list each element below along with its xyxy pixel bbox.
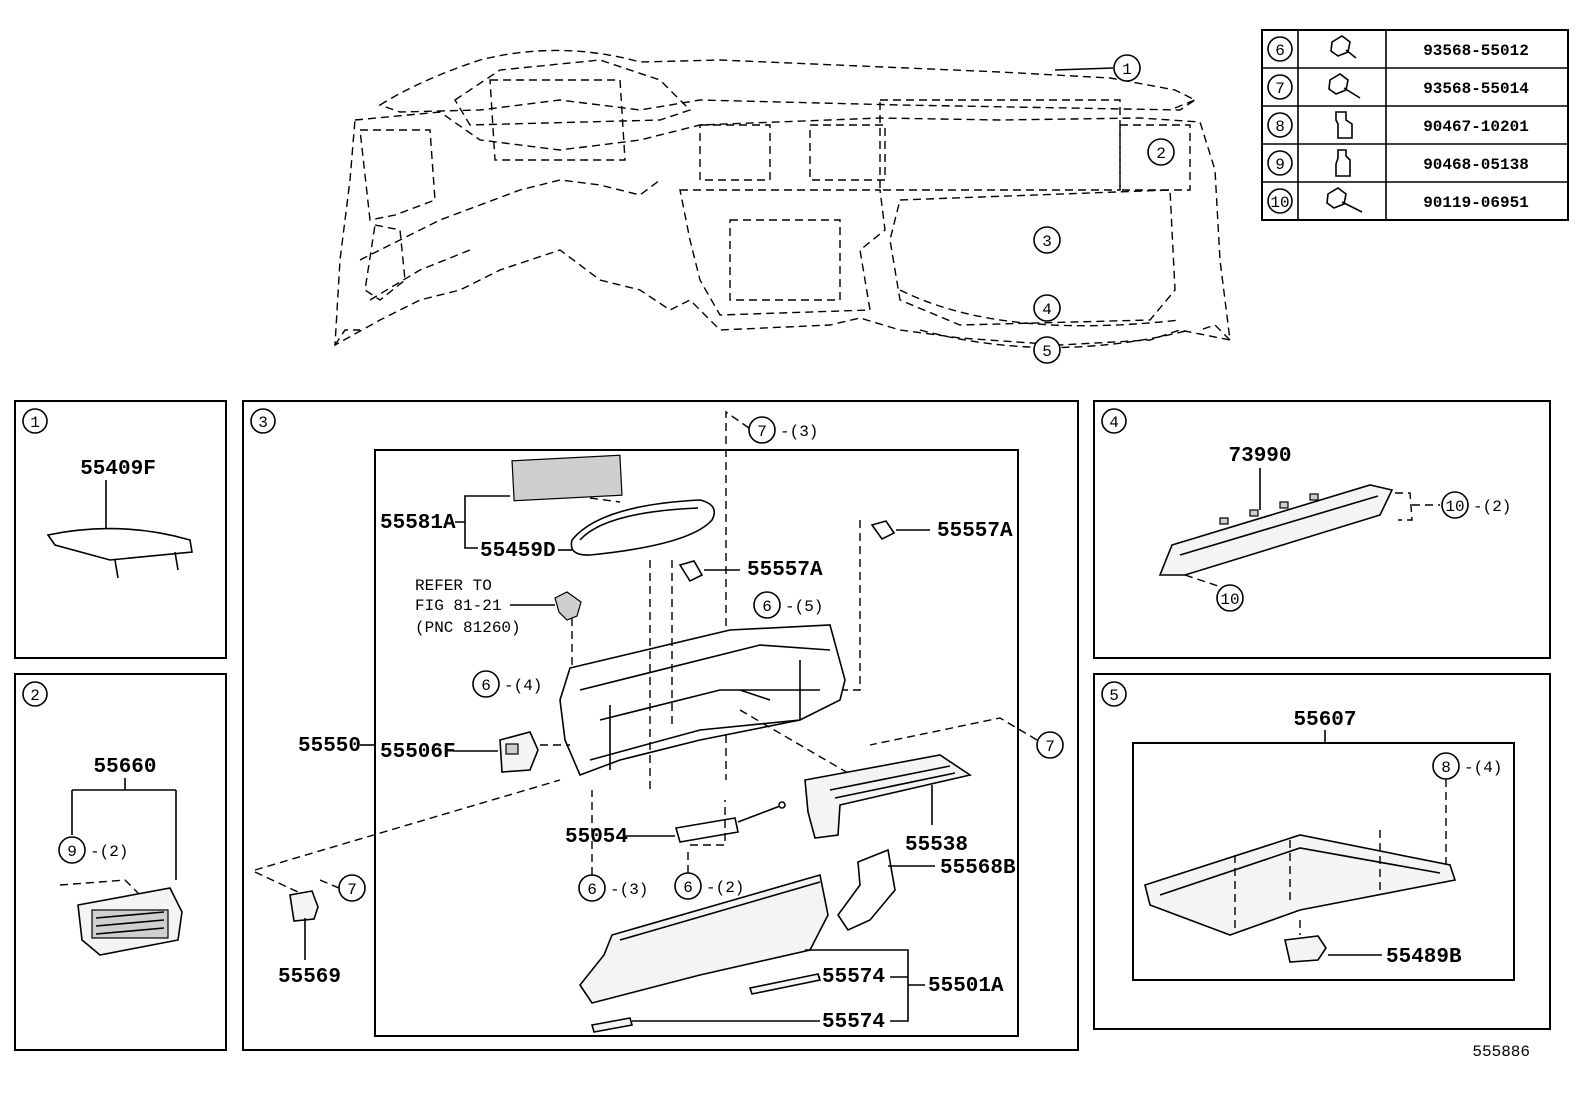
- fastener-qty: -(5): [785, 598, 823, 616]
- part-label: 55489B: [1386, 946, 1462, 969]
- table-ref: 10: [1270, 194, 1289, 212]
- refer-note: (PNC 81260): [415, 619, 521, 637]
- callout-3: 3: [1042, 233, 1052, 251]
- panel-part: [837, 848, 896, 932]
- fastener-qty: -(2): [1473, 498, 1511, 516]
- callout-5: 5: [1042, 343, 1052, 361]
- bolt-icon: [1330, 35, 1357, 59]
- fastener-qty: -(4): [504, 677, 542, 695]
- fastener-qty: -(2): [706, 879, 744, 897]
- fastener-callout: 7: [347, 881, 357, 899]
- part-label: 55501A: [928, 975, 1004, 998]
- panel-3: 3 55581A 55459D 55557A 55557A 7 -(3) RE: [242, 400, 1079, 1051]
- panel-2: 2 55660 9 -(2): [14, 673, 227, 1051]
- bolt-icon: [1326, 187, 1363, 213]
- table-row: 10 90119-06951: [1267, 187, 1529, 214]
- panel-id: 2: [30, 687, 40, 705]
- callout-1: 1: [1122, 61, 1132, 79]
- part-label: 55581A: [380, 512, 456, 535]
- panel-1: 1 55409F: [14, 400, 227, 659]
- part-number: 93568-55014: [1423, 80, 1529, 98]
- part-label: 55054: [565, 826, 628, 849]
- instrument-panel-overview: 1 2 3 4 5: [334, 49, 1231, 364]
- part-label: 55538: [905, 834, 968, 857]
- part-label: 73990: [1228, 445, 1291, 468]
- knob-part: [678, 560, 704, 583]
- fastener-qty: -(4): [1464, 759, 1502, 777]
- part-label: 55607: [1293, 709, 1356, 732]
- knob-part: [870, 520, 896, 541]
- fastener-callout: 6: [587, 881, 597, 899]
- air-vent-part: [59, 879, 183, 956]
- glove-box-door: [579, 873, 829, 1004]
- panel-id: 3: [258, 414, 268, 432]
- panel-4: 4 73990 10 -(2) 10: [1093, 400, 1551, 659]
- fastener-qty: -(2): [90, 843, 128, 861]
- fastener-callout: 8: [1441, 759, 1451, 777]
- part-label: 55459D: [480, 540, 556, 563]
- fastener-callout: 7: [1045, 738, 1055, 756]
- damper-part: [674, 801, 786, 843]
- liner-part: [804, 754, 972, 839]
- part-label: 55506F: [380, 741, 456, 764]
- table-row: 6 93568-55012: [1267, 35, 1529, 62]
- trim-panel-part: [1158, 484, 1394, 576]
- fastener-callout: 10: [1445, 498, 1464, 516]
- refer-note: FIG 81-21: [415, 597, 501, 615]
- part-label: 55557A: [747, 559, 823, 582]
- table-ref: 7: [1275, 80, 1285, 98]
- part-number: 93568-55012: [1423, 42, 1529, 60]
- bezel-part: [570, 499, 716, 556]
- fastener-callout: 9: [67, 843, 77, 861]
- fastener-qty: -(3): [780, 423, 818, 441]
- table-ref: 6: [1275, 42, 1285, 60]
- part-label: 55568B: [940, 857, 1016, 880]
- callout-2: 2: [1156, 145, 1166, 163]
- part-label: 55574: [822, 1011, 885, 1034]
- part-label: 55660: [93, 756, 156, 779]
- cover-part: [46, 527, 193, 579]
- part-number: 90468-05138: [1423, 156, 1529, 174]
- table-row: 9 90468-05138: [1267, 149, 1529, 177]
- fastener-callout: 7: [757, 423, 767, 441]
- table-row: 7 93568-55014: [1267, 73, 1529, 100]
- fastener-table: 6 93568-55012 7 93568-55014 8 90467-1020…: [1261, 29, 1569, 221]
- part-label: 55569: [278, 966, 341, 989]
- callout-4: 4: [1042, 301, 1052, 319]
- part-number: 90119-06951: [1423, 194, 1529, 212]
- bolt-icon: [1328, 73, 1361, 99]
- figure-id: 555886: [1472, 1043, 1530, 1061]
- part-label: 55409F: [80, 458, 156, 481]
- glove-box-housing: [559, 560, 846, 790]
- table-ref: 9: [1275, 156, 1285, 174]
- part-number: 90467-10201: [1423, 118, 1529, 136]
- clip-icon: [1335, 111, 1353, 139]
- panel-5: 5 55607 8 -(4) 55489B: [1093, 673, 1551, 1030]
- part-label: 55574: [822, 966, 885, 989]
- part-label: 55550: [298, 735, 361, 758]
- fastener-callout: 6: [683, 879, 693, 897]
- table-ref: 8: [1275, 118, 1285, 136]
- part-label: 55557A: [937, 520, 1013, 543]
- table-row: 8 90467-10201: [1267, 111, 1529, 139]
- clip-icon: [1335, 149, 1351, 177]
- fastener-qty: -(3): [610, 881, 648, 899]
- fastener-callout: 6: [762, 598, 772, 616]
- under-cover-part: [1144, 830, 1457, 936]
- latch-part: [499, 731, 539, 773]
- refer-note: REFER TO: [415, 577, 492, 595]
- panel-id: 4: [1109, 414, 1119, 432]
- panel-id: 1: [30, 414, 40, 432]
- panel-id: 5: [1109, 687, 1119, 705]
- fastener-callout: 10: [1220, 591, 1239, 609]
- fastener-callout: 6: [481, 677, 491, 695]
